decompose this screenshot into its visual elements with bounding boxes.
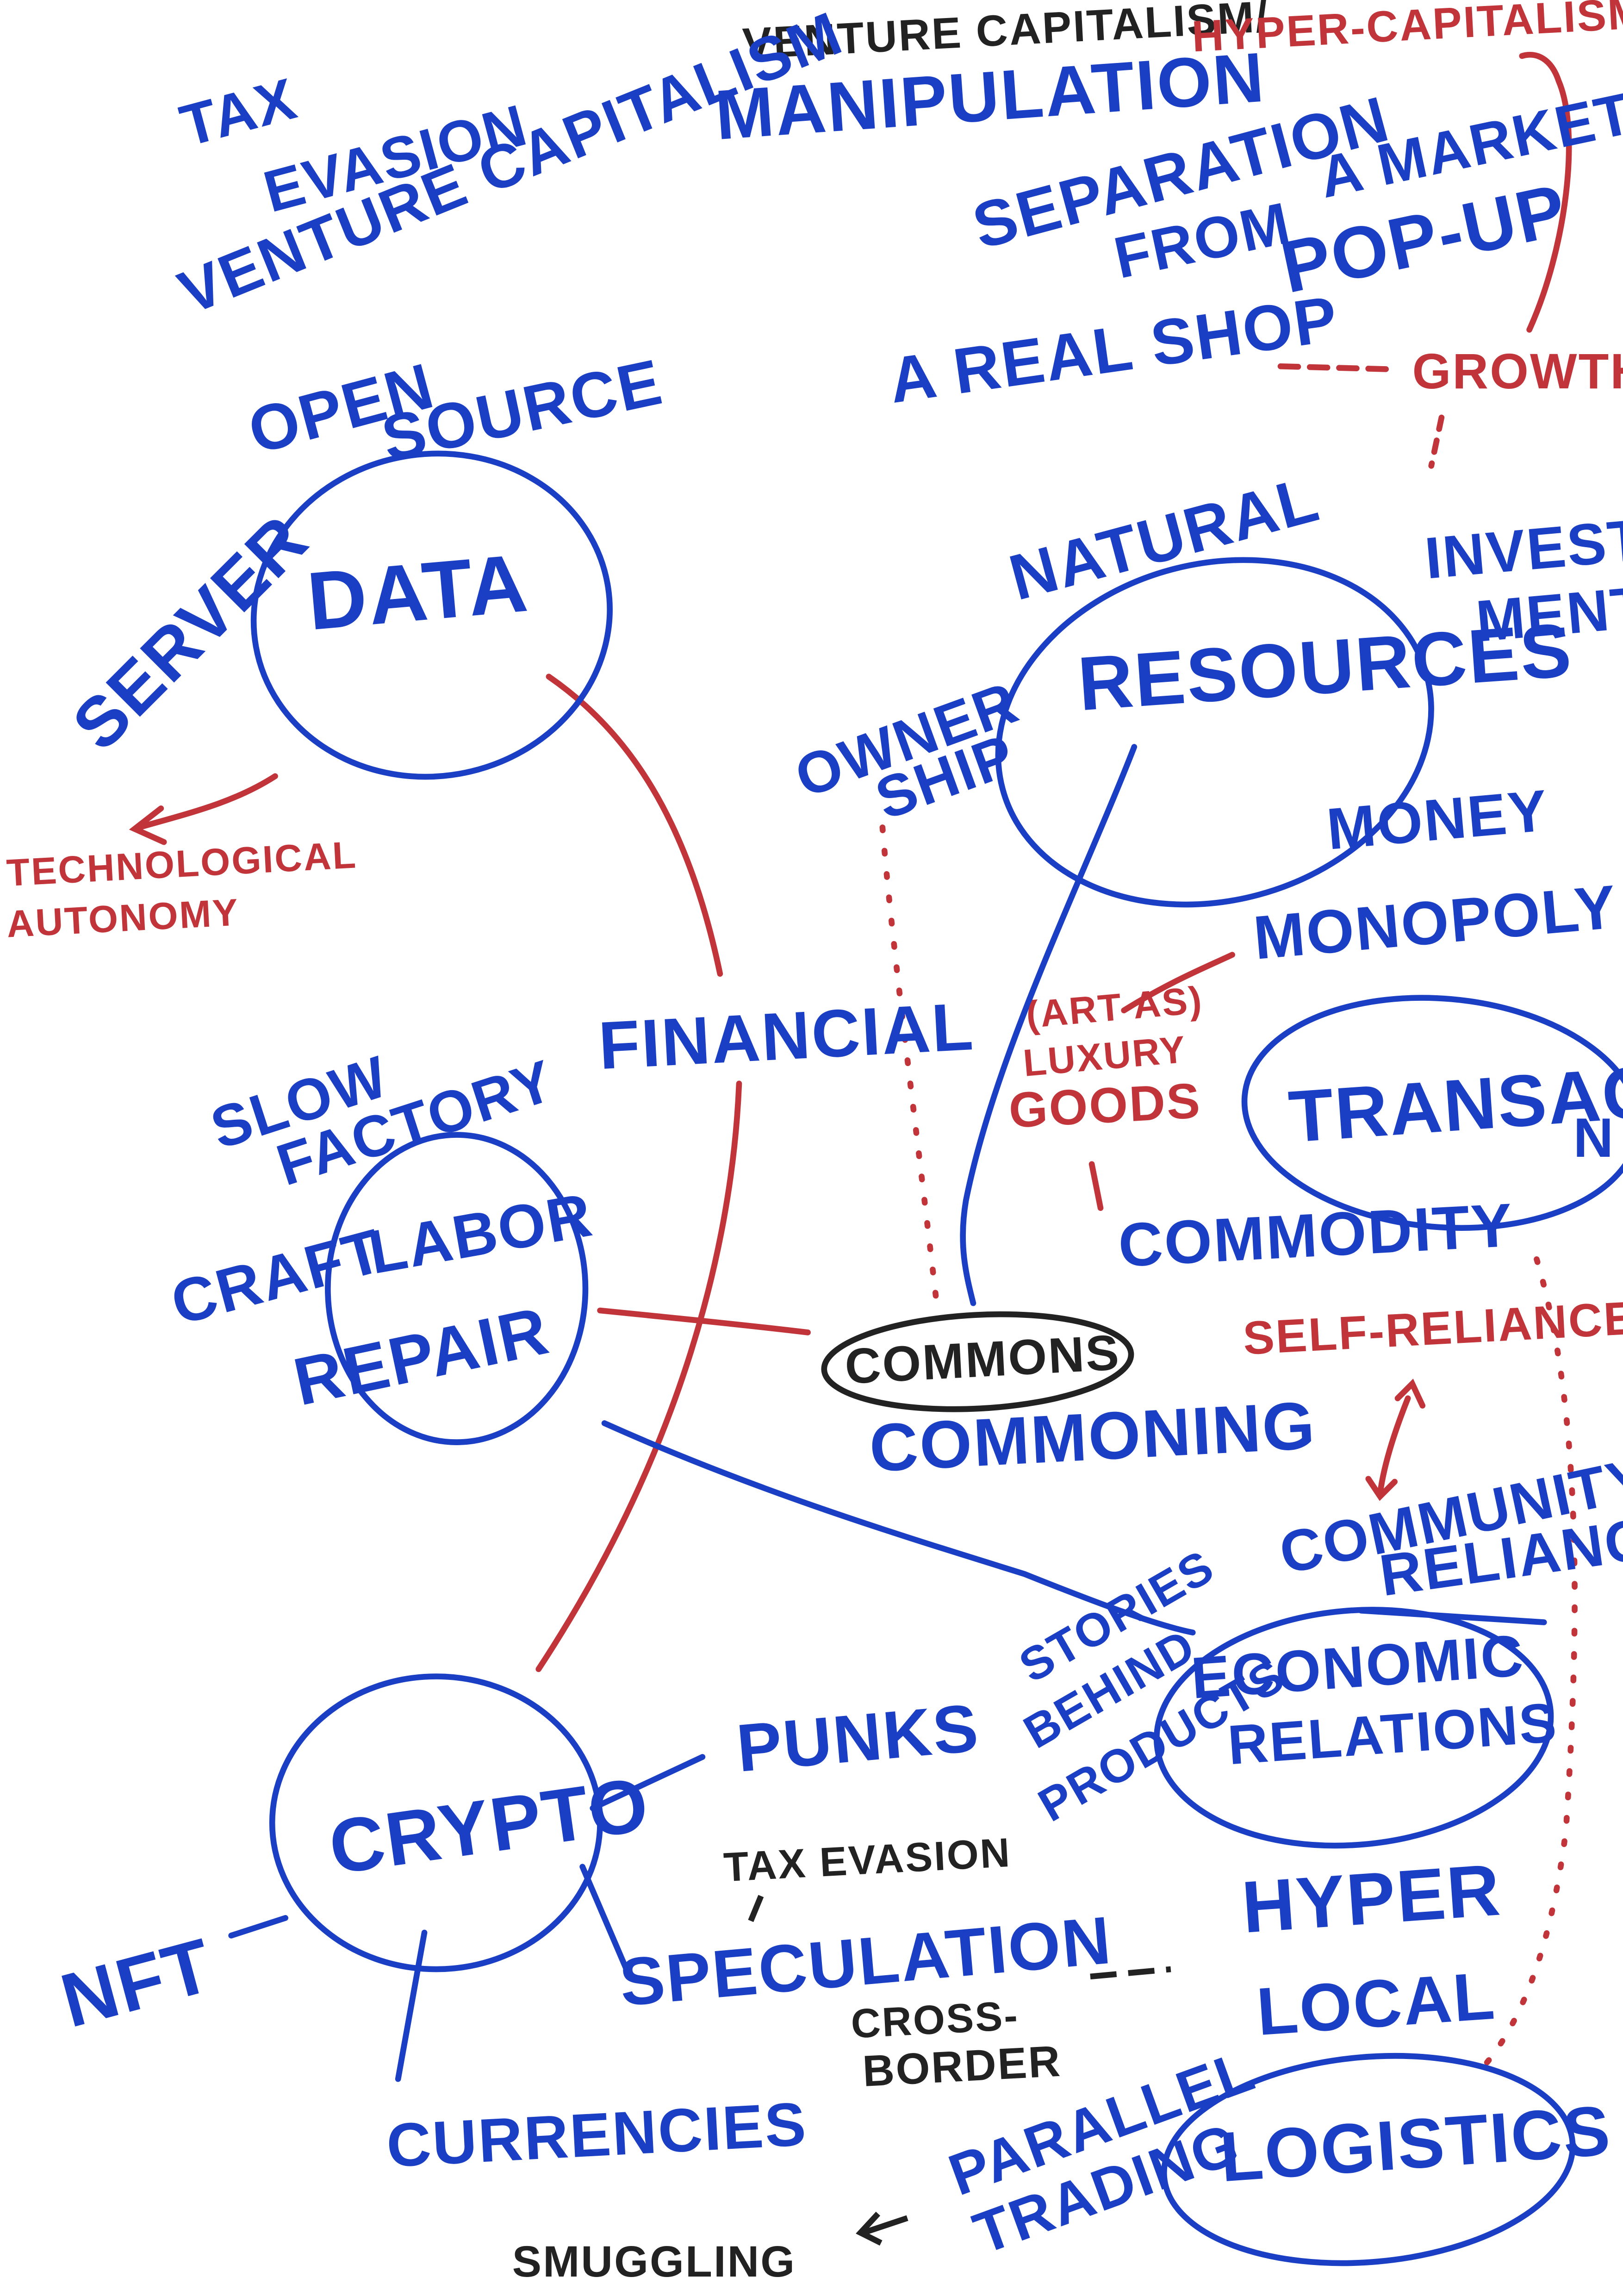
smuggling-label: SMUGGLING — [512, 2237, 796, 2286]
logistics-circle — [1161, 2053, 1576, 2266]
labor-label: LABOR — [364, 1180, 598, 1287]
data-label: DATA — [304, 537, 532, 647]
growth-investment-dash — [1428, 414, 1445, 469]
node-circles — [250, 450, 1623, 2266]
crypto-label: CRYPTO — [324, 1761, 654, 1890]
punks-label: PUNKS — [734, 1690, 982, 1786]
luxury-monopoly-line — [1121, 952, 1235, 1014]
tax-evasion-tick — [748, 1895, 764, 1922]
labor-circle — [325, 1132, 589, 1445]
resources-circle — [995, 557, 1434, 908]
data-financial-line — [546, 674, 723, 977]
local-label: LOCAL — [1254, 1958, 1498, 2050]
goods-tick — [1088, 1161, 1104, 1211]
commons-label: COMMONS — [844, 1324, 1122, 1394]
autonomy-label: AUTONOMY — [6, 891, 240, 945]
tax-label: TAX — [174, 65, 304, 159]
speculation-hyperlocal-dash — [1090, 1966, 1171, 1980]
cross-label: CROSS- — [850, 1992, 1020, 2047]
border-label: BORDER — [861, 2037, 1063, 2096]
commodity-label: COMMODITY — [1117, 1191, 1515, 1280]
a-real-shop-label: A REAL SHOP — [885, 283, 1343, 417]
transaction-circle — [1241, 995, 1623, 1231]
crypto-nft-line — [228, 1915, 288, 1939]
data-circle — [250, 450, 613, 780]
self-reliance-label: SELF-RELIANCE — [1242, 1292, 1623, 1364]
ment-label: MENT — [1474, 574, 1623, 654]
goods-label: GOODS — [1007, 1073, 1203, 1138]
crypto-speculation-line — [579, 1864, 629, 1972]
crypto-currencies-line — [395, 1929, 428, 2082]
technological-label: TECHNOLOGICAL — [6, 834, 358, 894]
crypto-circle — [269, 1673, 603, 1972]
tax-evasion-label: TAX EVASION — [722, 1829, 1012, 1890]
smuggling-arrow — [856, 2211, 908, 2246]
commons-circle — [821, 1311, 1134, 1412]
economic-circle — [1153, 1607, 1554, 1849]
commoning-label: COMMONING — [868, 1387, 1318, 1486]
server-label: SERVER — [58, 500, 323, 765]
labor-economic-line — [601, 1420, 1196, 1636]
growth-to-hypercapitalism-line — [1519, 51, 1572, 333]
transaction-label: TRANSACTIO — [1286, 1042, 1623, 1158]
financial-crypto-line — [535, 1080, 742, 1672]
art-as-label: (ART AS) — [1025, 979, 1205, 1036]
ownership-commons-dotted — [879, 824, 940, 1306]
crypto-punks-line — [590, 1754, 706, 1811]
craft-label: CRAFT — [164, 1216, 390, 1338]
currencies-label: CURRENCIES — [385, 2090, 809, 2180]
selfreliance-arrow — [1365, 1379, 1426, 1501]
financial-label: FINANCIAL — [597, 988, 976, 1083]
hyper-label: HYPER — [1239, 1848, 1504, 1948]
nft-label: NFT — [52, 1922, 222, 2043]
logistics-label: LOGISTICS — [1218, 2091, 1614, 2197]
tech-autonomy-arrow — [129, 773, 278, 845]
transaction-n-label: N — [1573, 1107, 1615, 1169]
natural-label: NATURAL — [1002, 462, 1326, 614]
labor-commons-line — [597, 1307, 811, 1335]
money-label: MONEY — [1324, 777, 1551, 862]
growth-label: GROWTH — [1412, 343, 1623, 399]
monopoly-label: MONOPOLY — [1251, 873, 1620, 973]
resources-commons-line — [960, 744, 1138, 1306]
shop-growth-dash — [1277, 363, 1393, 372]
